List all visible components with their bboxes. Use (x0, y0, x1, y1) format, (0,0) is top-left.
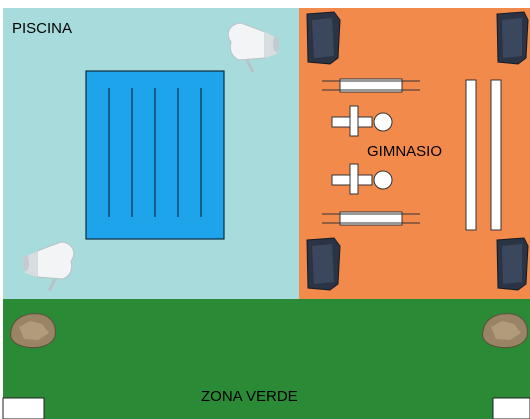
gym-bar-right (490, 79, 502, 231)
rock-icon (482, 313, 528, 349)
bench-icon (322, 78, 420, 93)
shower-icon (227, 22, 279, 73)
pool-zone-label: PISCINA (12, 20, 73, 37)
pool-lane-lines (108, 88, 202, 217)
pool-icon (85, 70, 225, 240)
speaker-icon (306, 237, 341, 291)
speaker-icon (496, 11, 529, 65)
shower-icon (23, 241, 75, 292)
gym-bar-left (465, 79, 477, 231)
gym-zone-label: GIMNASIO (367, 143, 443, 160)
green-zone-label: ZONA VERDE (201, 388, 298, 405)
speaker-icon (496, 237, 529, 291)
dumbbell-icon (331, 105, 393, 137)
bench-icon (322, 211, 420, 226)
gate-icon (492, 397, 530, 419)
speaker-icon (306, 11, 341, 65)
gate-icon (2, 397, 45, 419)
rock-icon (10, 313, 56, 349)
dumbbell-icon (331, 163, 393, 195)
green-zone: ZONA VERDE (3, 299, 530, 419)
